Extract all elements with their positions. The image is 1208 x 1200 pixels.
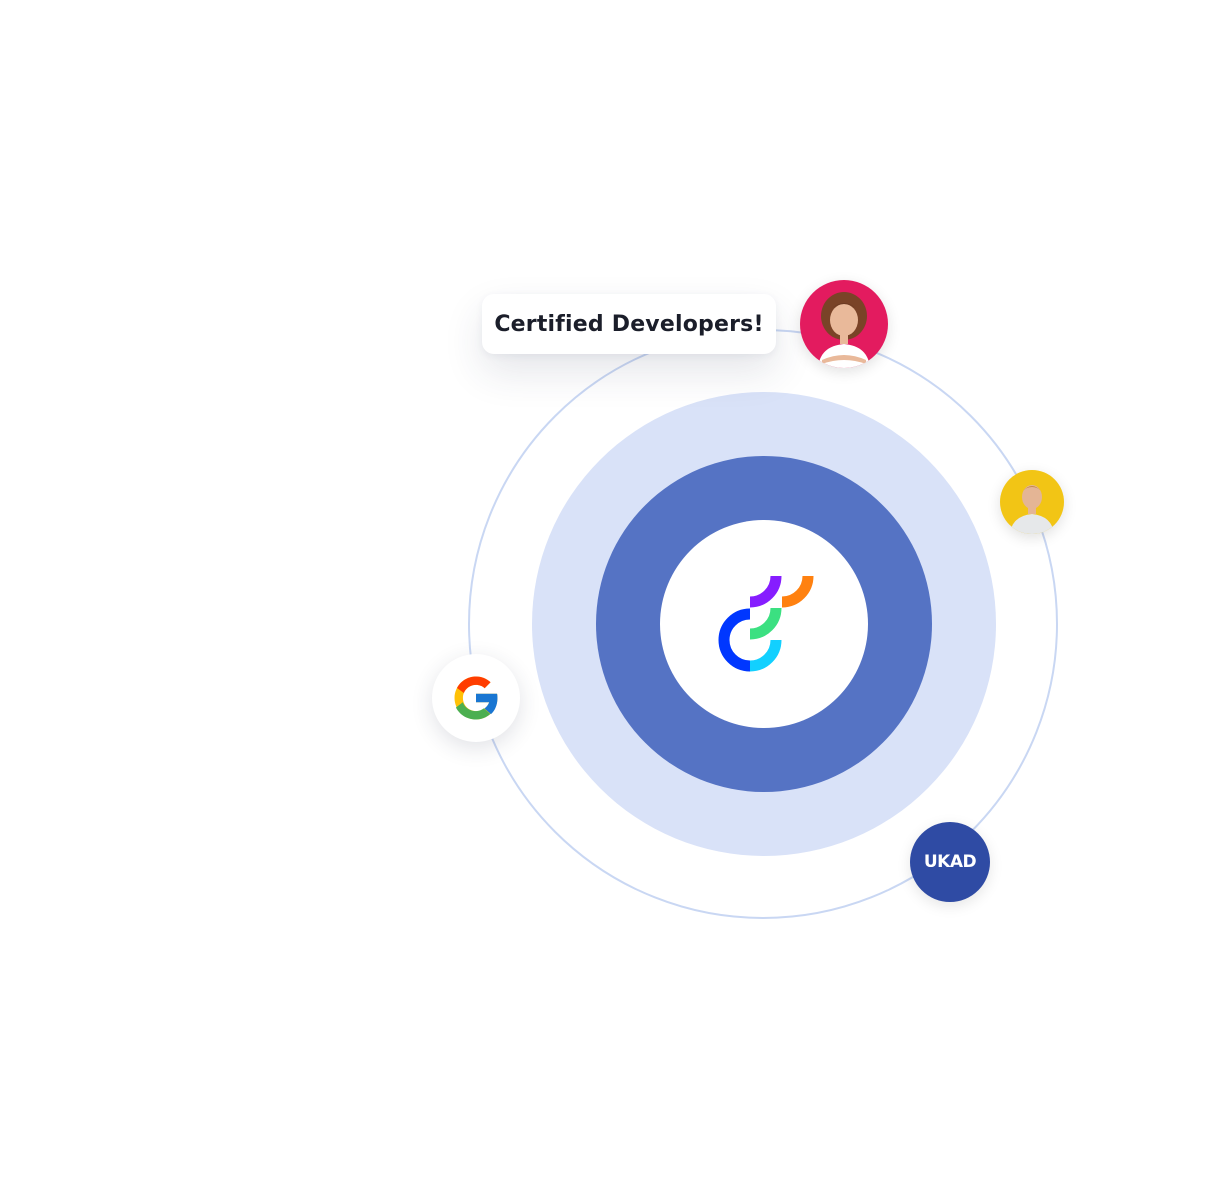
certified-developers-callout: Certified Developers! bbox=[482, 294, 776, 354]
person-avatar-icon bbox=[1010, 485, 1054, 534]
center-logo-disc bbox=[660, 520, 868, 728]
ukad-logo: UKAD bbox=[910, 822, 990, 902]
developer-avatar-man bbox=[1000, 470, 1064, 534]
google-g-icon bbox=[454, 676, 499, 720]
person-avatar-icon bbox=[818, 292, 870, 368]
developer-avatar-woman bbox=[800, 280, 888, 368]
optimizely-logo-icon bbox=[718, 575, 814, 672]
ukad-logo-text: UKAD bbox=[923, 852, 977, 872]
google-logo bbox=[432, 654, 520, 742]
